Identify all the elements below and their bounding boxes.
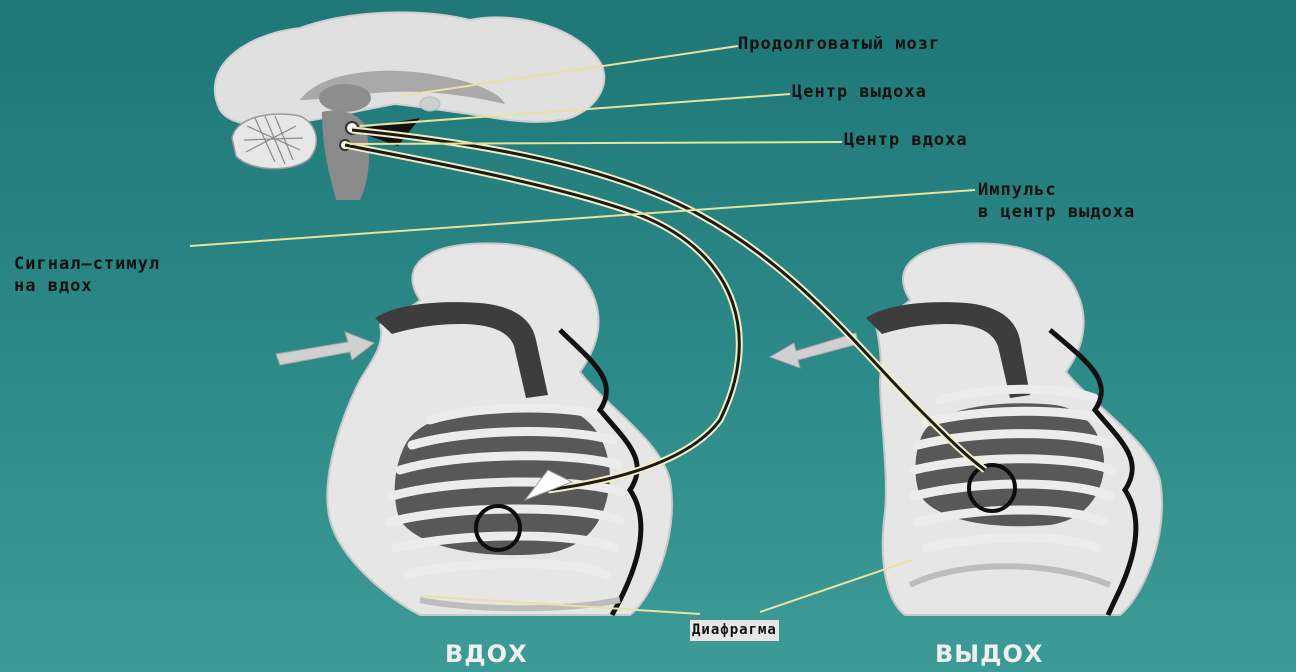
brain: [215, 12, 605, 200]
label-diaphragm: Диафрагма: [690, 620, 779, 641]
label-impulse-1: Импульс: [978, 180, 1057, 201]
thalamus: [319, 84, 371, 112]
body-exhale: [770, 243, 1162, 615]
label-exhale: ВЫДОХ: [935, 640, 1043, 668]
label-exhale-center: Центр выдоха: [792, 82, 927, 103]
arrow-right-icon: [276, 332, 374, 365]
cerebrum: [215, 12, 605, 125]
label-inhale-center: Центр вдоха: [844, 130, 968, 151]
label-impulse-2: в центр выдоха: [978, 202, 1135, 223]
label-stimulus-2: на вдох: [14, 276, 93, 297]
label-medulla: Продолговатый мозг: [738, 34, 940, 55]
label-inhale: ВДОХ: [445, 640, 528, 668]
pituitary: [420, 97, 440, 111]
arrow-left-icon: [770, 333, 858, 368]
brainstem: [322, 111, 369, 200]
body-inhale: [276, 243, 672, 615]
label-stimulus-1: Сигнал–стимул: [14, 254, 160, 275]
